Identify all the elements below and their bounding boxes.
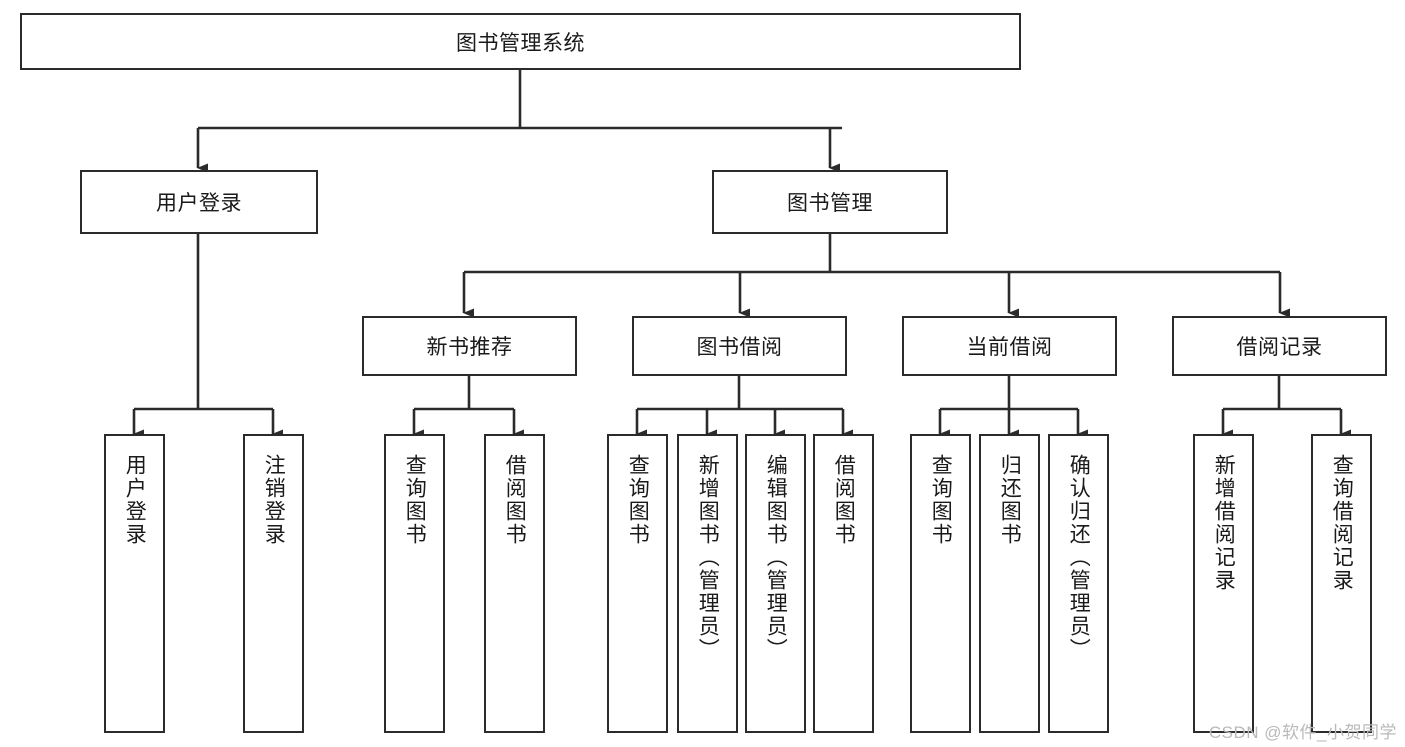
leaf-book-borrow-query[interactable]: 查询图书 xyxy=(607,434,668,733)
leaf-current-borrow-confirm[interactable]: 确认归还（管理员） xyxy=(1048,434,1109,733)
leaf-label: 查询借阅记录 xyxy=(1330,454,1354,592)
node-new-book-recommend[interactable]: 新书推荐 xyxy=(362,316,577,376)
leaf-label: 新增借阅记录 xyxy=(1212,454,1236,592)
leaf-book-borrow-edit[interactable]: 编辑图书（管理员） xyxy=(745,434,806,733)
node-book-management[interactable]: 图书管理 xyxy=(712,170,948,234)
node-current-borrow-label: 当前借阅 xyxy=(966,336,1053,359)
node-new-book-recommend-label: 新书推荐 xyxy=(426,336,513,359)
watermark: CSDN @软件_小贺同学 xyxy=(1208,723,1397,742)
leaf-label: 借阅图书 xyxy=(503,454,527,546)
node-root-label: 图书管理系统 xyxy=(456,31,585,55)
node-user-login-label: 用户登录 xyxy=(156,192,242,215)
leaf-label: 新增图书（管理员） xyxy=(696,454,720,661)
leaf-label: 归还图书 xyxy=(998,454,1022,546)
leaf-book-borrow-add[interactable]: 新增图书（管理员） xyxy=(677,434,738,733)
leaf-user-login-login[interactable]: 用户登录 xyxy=(104,434,165,733)
leaf-current-borrow-return[interactable]: 归还图书 xyxy=(979,434,1040,733)
node-user-login[interactable]: 用户登录 xyxy=(80,170,318,234)
node-current-borrow[interactable]: 当前借阅 xyxy=(902,316,1117,376)
node-borrow-record[interactable]: 借阅记录 xyxy=(1172,316,1387,376)
leaf-book-borrow-borrow[interactable]: 借阅图书 xyxy=(813,434,874,733)
leaf-borrow-record-add[interactable]: 新增借阅记录 xyxy=(1193,434,1254,733)
leaf-label: 编辑图书（管理员） xyxy=(764,454,788,661)
node-book-borrow-label: 图书借阅 xyxy=(696,336,783,359)
node-book-borrow[interactable]: 图书借阅 xyxy=(632,316,847,376)
leaf-new-book-query[interactable]: 查询图书 xyxy=(384,434,445,733)
leaf-label: 注销登录 xyxy=(262,454,286,546)
node-root[interactable]: 图书管理系统 xyxy=(20,13,1021,70)
leaf-user-login-logout[interactable]: 注销登录 xyxy=(243,434,304,733)
leaf-borrow-record-query[interactable]: 查询借阅记录 xyxy=(1311,434,1372,733)
leaf-label: 查询图书 xyxy=(403,454,427,546)
leaf-label: 查询图书 xyxy=(929,454,953,546)
node-borrow-record-label: 借阅记录 xyxy=(1236,336,1323,359)
leaf-label: 确认归还（管理员） xyxy=(1067,454,1091,661)
leaf-label: 借阅图书 xyxy=(832,454,856,546)
leaf-current-borrow-query[interactable]: 查询图书 xyxy=(910,434,971,733)
leaf-new-book-borrow[interactable]: 借阅图书 xyxy=(484,434,545,733)
leaf-label: 查询图书 xyxy=(626,454,650,546)
leaf-label: 用户登录 xyxy=(123,454,147,546)
node-book-management-label: 图书管理 xyxy=(787,192,873,215)
